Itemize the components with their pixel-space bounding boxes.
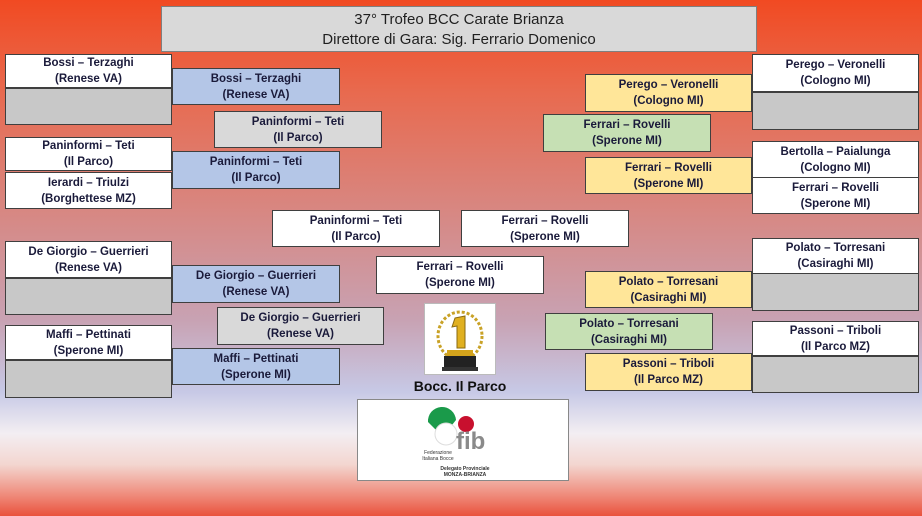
team-club: (Cologno MI) bbox=[800, 161, 871, 174]
left-r1-slot-5: Maffi – Pettinati (Sperone MI) bbox=[5, 325, 172, 360]
team-name: Passoni – Triboli bbox=[789, 324, 882, 337]
right-r3-slot-1: Ferrari – Rovelli (Sperone MI) bbox=[543, 114, 711, 152]
team-club: (Il Parco) bbox=[63, 156, 114, 168]
left-r2-slot-2: Paninformi – Teti (Il Parco) bbox=[172, 151, 340, 189]
logo-delegation: Delegato Provinciale MONZA-BRIANZA bbox=[430, 466, 500, 478]
left-r1-empty-2 bbox=[5, 278, 172, 315]
fib-logo-graphic bbox=[427, 406, 474, 446]
winner-label: Bocc. Il Parco bbox=[413, 378, 507, 394]
team-name: Bossi – Terzaghi bbox=[210, 72, 302, 85]
right-r1-slot-5: Passoni – Triboli (Il Parco MZ) bbox=[752, 321, 919, 356]
logo-org-line1: Federazione bbox=[424, 450, 452, 456]
team-club: (Borghettese MZ) bbox=[41, 192, 136, 205]
fib-logo: fib Federazione Italiana Bocce Delegato … bbox=[357, 399, 569, 481]
team-club: (Cologno MI) bbox=[633, 95, 704, 107]
team-name: Ierardi – Triulzi bbox=[47, 176, 130, 189]
left-r2-slot-1: Bossi – Terzaghi (Renese VA) bbox=[172, 68, 340, 105]
team-name: Ferrari – Rovelli bbox=[792, 181, 879, 194]
right-r1-slot-2: Bertolla – Paialunga (Cologno MI) bbox=[752, 141, 919, 178]
team-name: Passoni – Triboli bbox=[622, 358, 715, 370]
team-club: (Renese VA) bbox=[55, 261, 122, 274]
right-r2-slot-1: Perego – Veronelli (Cologno MI) bbox=[585, 74, 752, 112]
team-club: (Sperone MI) bbox=[800, 197, 871, 210]
final-winner: Ferrari – Rovelli (Sperone MI) bbox=[376, 256, 544, 294]
left-r2-slot-4: Maffi – Pettinati (Sperone MI) bbox=[172, 348, 340, 385]
right-semifinal: Ferrari – Rovelli (Sperone MI) bbox=[461, 210, 629, 247]
left-r1-empty-1 bbox=[5, 88, 172, 125]
right-r2-slot-2: Ferrari – Rovelli (Sperone MI) bbox=[585, 157, 752, 194]
right-r1-empty-3 bbox=[752, 356, 919, 393]
left-r1-slot-2: Paninformi – Teti (Il Parco) bbox=[5, 137, 172, 171]
team-name: Perego – Veronelli bbox=[785, 59, 886, 71]
team-club: (Renese VA) bbox=[222, 286, 290, 298]
title-line-1: 37° Trofeo BCC Carate Brianza bbox=[354, 11, 564, 28]
team-club: (Il Parco) bbox=[331, 230, 381, 243]
left-r1-slot-1: Bossi – Terzaghi (Renese VA) bbox=[5, 54, 172, 88]
title-line-2: Direttore di Gara: Sig. Ferrario Domenic… bbox=[322, 31, 596, 48]
team-name: Perego – Veronelli bbox=[618, 79, 719, 91]
team-club: (Il Parco) bbox=[273, 131, 323, 144]
team-club: (Sperone MI) bbox=[221, 368, 291, 381]
team-club: (Renese VA) bbox=[267, 328, 334, 340]
team-club: (Casiraghi MI) bbox=[590, 333, 668, 346]
logo-org-line2: Italiana Bocce bbox=[422, 456, 454, 462]
right-r1-slot-3: Ferrari – Rovelli (Sperone MI) bbox=[752, 177, 919, 214]
team-name: Paninformi – Teti bbox=[42, 140, 135, 152]
right-r3-slot-2: Polato – Torresani (Casiraghi MI) bbox=[545, 313, 713, 350]
team-name: Ferrari – Rovelli bbox=[501, 214, 589, 227]
logo-deleg-line2: MONZA-BRIANZA bbox=[443, 472, 487, 478]
team-name: Maffi – Pettinati bbox=[213, 352, 299, 365]
right-r1-slot-4: Polato – Torresani (Casiraghi MI) bbox=[752, 238, 919, 274]
left-semifinal: Paninformi – Teti (Il Parco) bbox=[272, 210, 440, 247]
team-name: Paninformi – Teti bbox=[309, 214, 403, 227]
right-r2-slot-3: Polato – Torresani (Casiraghi MI) bbox=[585, 271, 752, 308]
trophy-icon bbox=[436, 310, 484, 371]
team-club: (Sperone MI) bbox=[633, 177, 704, 190]
left-r2-slot-3: De Giorgio – Guerrieri (Renese VA) bbox=[172, 265, 340, 303]
right-r1-empty-2 bbox=[752, 273, 919, 311]
team-club: (Renese VA) bbox=[55, 73, 122, 85]
team-name: Ferrari – Rovelli bbox=[416, 261, 504, 273]
logo-deleg-line1: Delegato Provinciale bbox=[440, 466, 490, 472]
team-name: Bossi – Terzaghi bbox=[43, 57, 134, 69]
team-name: Maffi – Pettinati bbox=[46, 328, 131, 341]
left-r1-slot-3: Ierardi – Triulzi (Borghettese MZ) bbox=[5, 172, 172, 209]
left-r1-slot-4: De Giorgio – Guerrieri (Renese VA) bbox=[5, 241, 172, 278]
team-club: (Il Parco) bbox=[231, 172, 281, 184]
left-r3-slot-2: De Giorgio – Guerrieri (Renese VA) bbox=[217, 307, 384, 345]
team-name: De Giorgio – Guerrieri bbox=[28, 245, 149, 258]
team-name: Bertolla – Paialunga bbox=[780, 145, 891, 158]
right-r2-slot-4: Passoni – Triboli (Il Parco MZ) bbox=[585, 353, 752, 391]
team-name: De Giorgio – Guerrieri bbox=[195, 270, 317, 282]
team-name: Polato – Torresani bbox=[579, 317, 679, 330]
team-club: (Cologno MI) bbox=[800, 75, 871, 87]
logo-org: Federazione Italiana Bocce bbox=[418, 450, 458, 462]
team-club: (Il Parco MZ) bbox=[800, 340, 870, 353]
team-name: Paninformi – Teti bbox=[209, 156, 303, 168]
team-club: (Sperone MI) bbox=[510, 230, 580, 243]
team-name: Paninformi – Teti bbox=[251, 115, 345, 128]
trophy-image bbox=[424, 303, 496, 375]
team-club: (Sperone MI) bbox=[53, 344, 124, 357]
team-club: (Sperone MI) bbox=[592, 135, 662, 147]
team-club: (Sperone MI) bbox=[425, 277, 495, 289]
right-r1-empty-1 bbox=[752, 92, 919, 130]
team-club: (Renese VA) bbox=[222, 88, 290, 101]
team-name: De Giorgio – Guerrieri bbox=[240, 312, 361, 324]
team-club: (Casiraghi MI) bbox=[630, 291, 707, 304]
left-r3-slot-1: Paninformi – Teti (Il Parco) bbox=[214, 111, 382, 148]
logo-brand: fib bbox=[456, 428, 486, 455]
team-name: Ferrari – Rovelli bbox=[583, 119, 671, 131]
team-name: Ferrari – Rovelli bbox=[625, 161, 712, 174]
team-club: (Il Parco MZ) bbox=[633, 374, 703, 386]
tournament-title: 37° Trofeo BCC Carate Brianza Direttore … bbox=[161, 6, 757, 52]
left-r1-empty-3 bbox=[5, 360, 172, 398]
right-r1-slot-1: Perego – Veronelli (Cologno MI) bbox=[752, 54, 919, 92]
team-name: Polato – Torresani bbox=[618, 275, 719, 288]
team-club: (Casiraghi MI) bbox=[797, 258, 874, 270]
team-name: Polato – Torresani bbox=[785, 242, 886, 254]
